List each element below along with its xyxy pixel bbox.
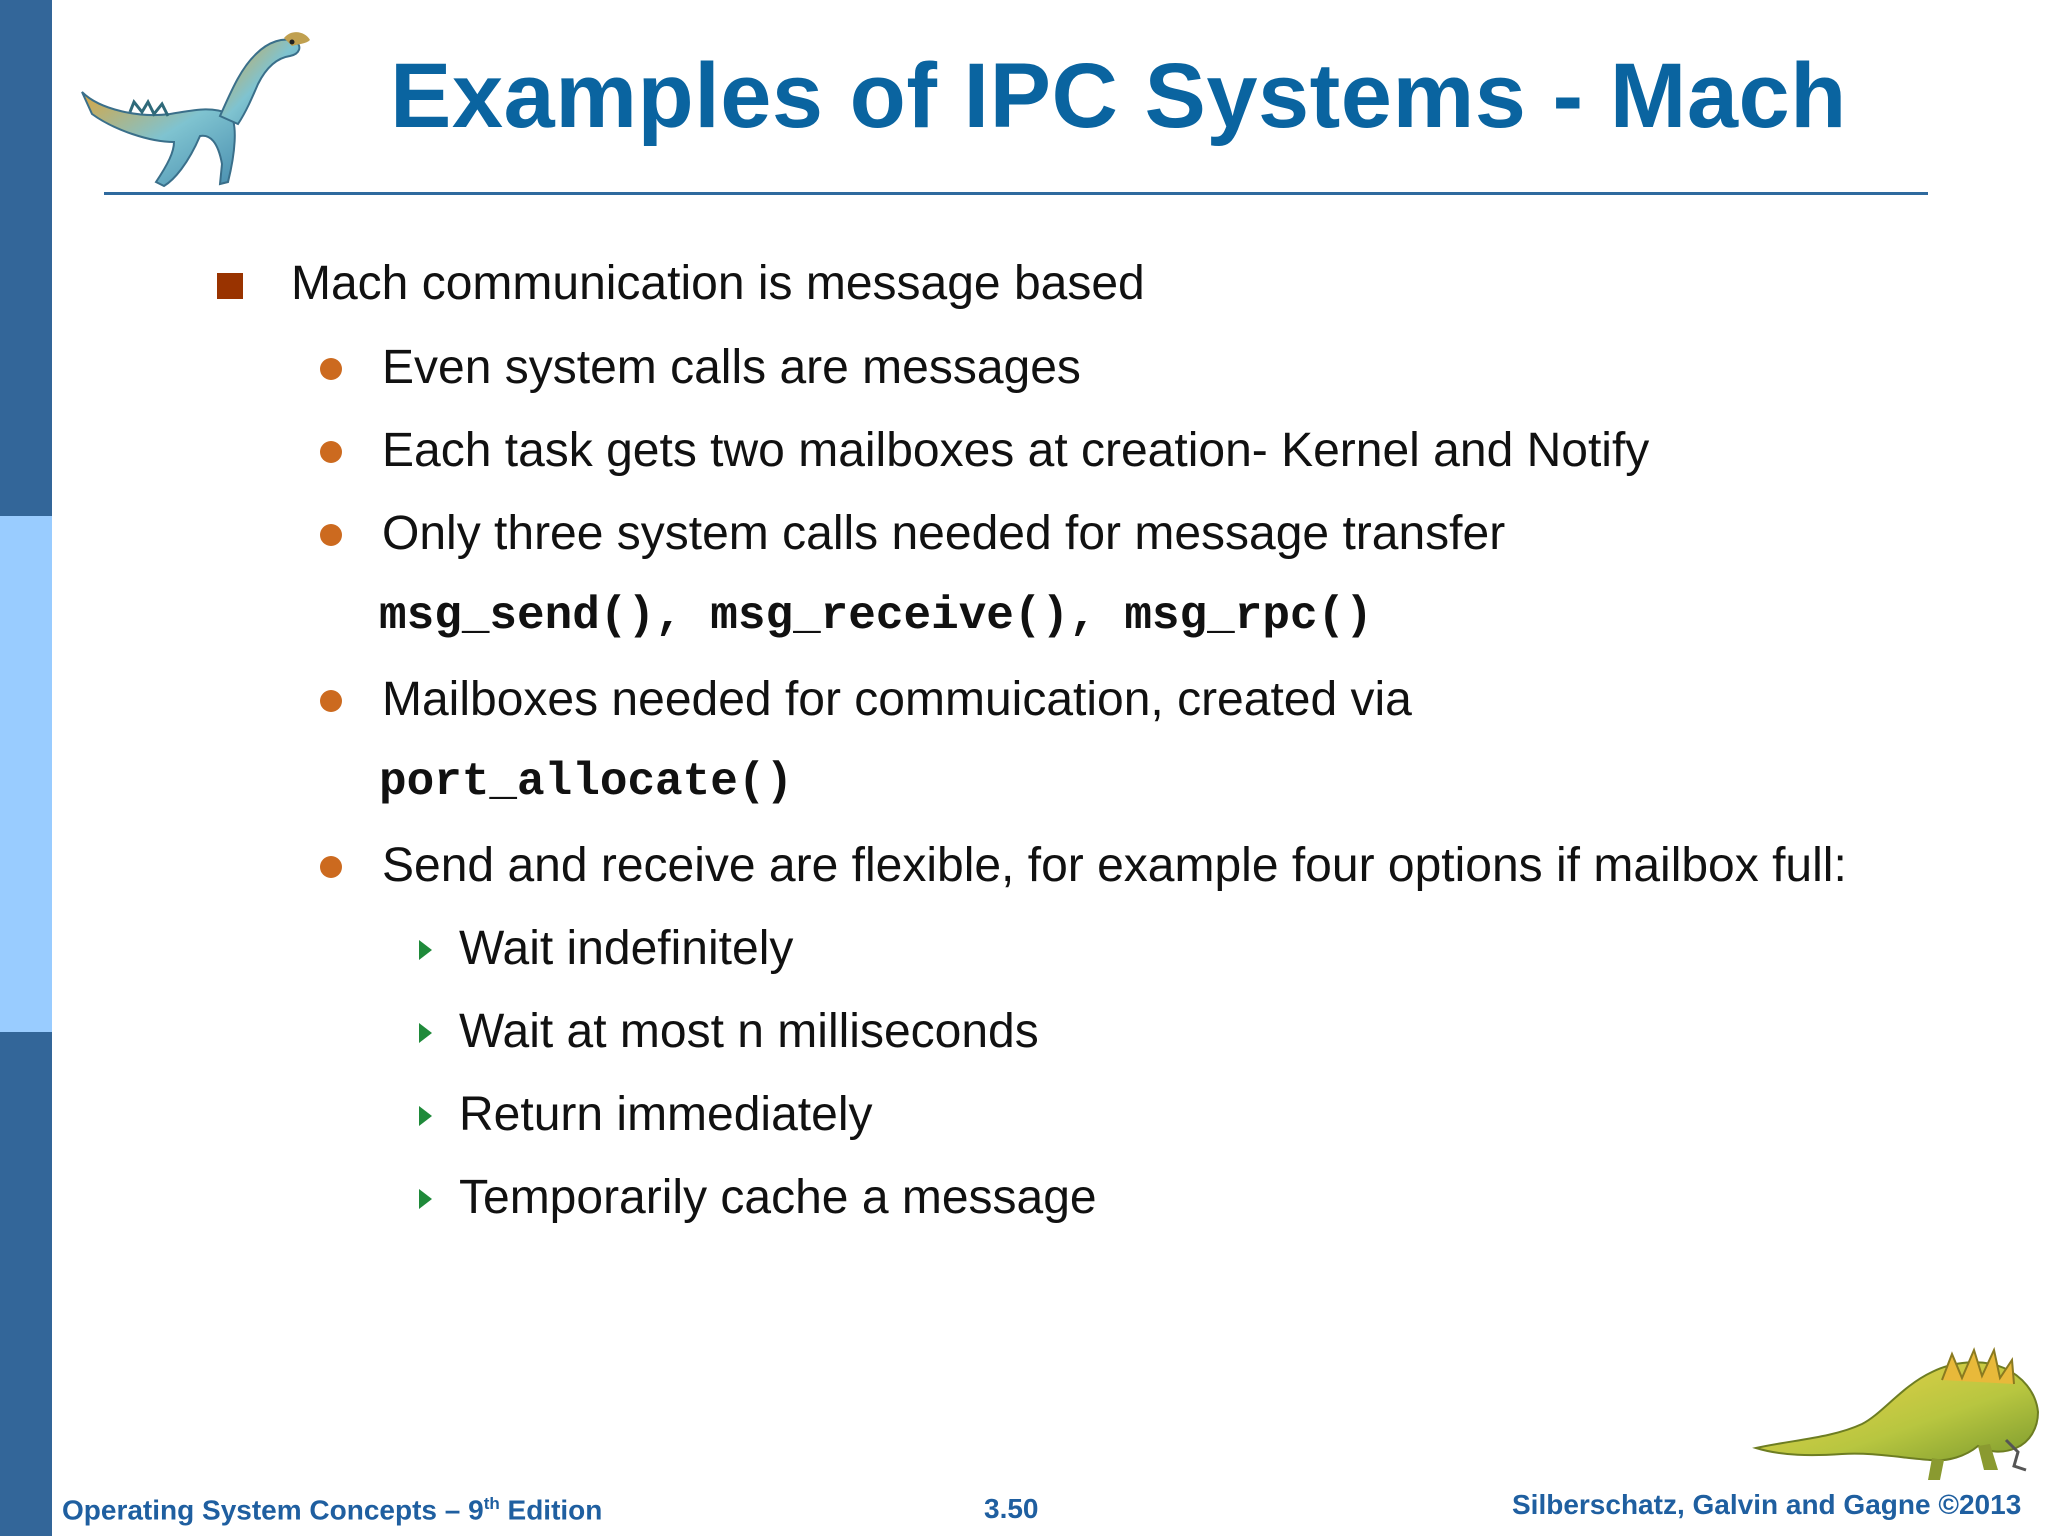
bullet-triangle-icon (419, 940, 432, 960)
footer-copyright: Silberschatz, Galvin and Gagne ©2013 (1512, 1489, 2022, 1520)
footer-book-suffix: Edition (499, 1494, 603, 1526)
side-bar-segment-bottom (0, 1032, 52, 1536)
bullet-square-icon (217, 273, 243, 299)
bullet-text: Send and receive are flexible, for examp… (382, 839, 1847, 892)
bullet-text: Even system calls are messages (382, 341, 1081, 394)
bullet-dot-icon (320, 524, 342, 546)
code-line: msg_send(), msg_receive(), msg_rpc() (379, 590, 1373, 642)
bullet-triangle-icon (419, 1106, 432, 1126)
bullet-text: Only three system calls needed for messa… (382, 507, 1506, 560)
code-line: port_allocate() (379, 756, 794, 808)
title-divider (104, 192, 1928, 195)
footer-book-edition-suffix: th (483, 1494, 500, 1513)
footer-book-prefix: Operating System Concepts – 9 (62, 1494, 484, 1526)
side-bar (0, 0, 52, 1536)
side-bar-segment-middle (0, 516, 52, 1032)
footer-book-title: Operating System Concepts – 9th Edition (62, 1494, 602, 1526)
slide-title: Examples of IPC Systems - Mach (390, 45, 1847, 147)
side-bar-segment-top (0, 0, 52, 516)
dinosaur-logo-icon (1752, 1346, 2040, 1480)
bullet-text: Wait indefinitely (459, 922, 794, 975)
bullet-text: Return immediately (459, 1088, 873, 1141)
bullet-text: Temporarily cache a message (459, 1171, 1097, 1224)
bullet-dot-icon (320, 358, 342, 380)
bullet-dot-icon (320, 690, 342, 712)
page-number: 3.50 (984, 1493, 1039, 1524)
bullet-text: Each task gets two mailboxes at creation… (382, 424, 1650, 477)
dinosaur-logo-icon (81, 32, 310, 188)
bullet-dot-icon (320, 856, 342, 878)
bullet-text: Mach communication is message based (291, 257, 1145, 310)
bullet-triangle-icon (419, 1189, 432, 1209)
bullet-text: Mailboxes needed for commuication, creat… (382, 673, 1412, 726)
bullet-text: Wait at most n milliseconds (459, 1005, 1039, 1058)
bullet-dot-icon (320, 441, 342, 463)
bullet-triangle-icon (419, 1023, 432, 1043)
